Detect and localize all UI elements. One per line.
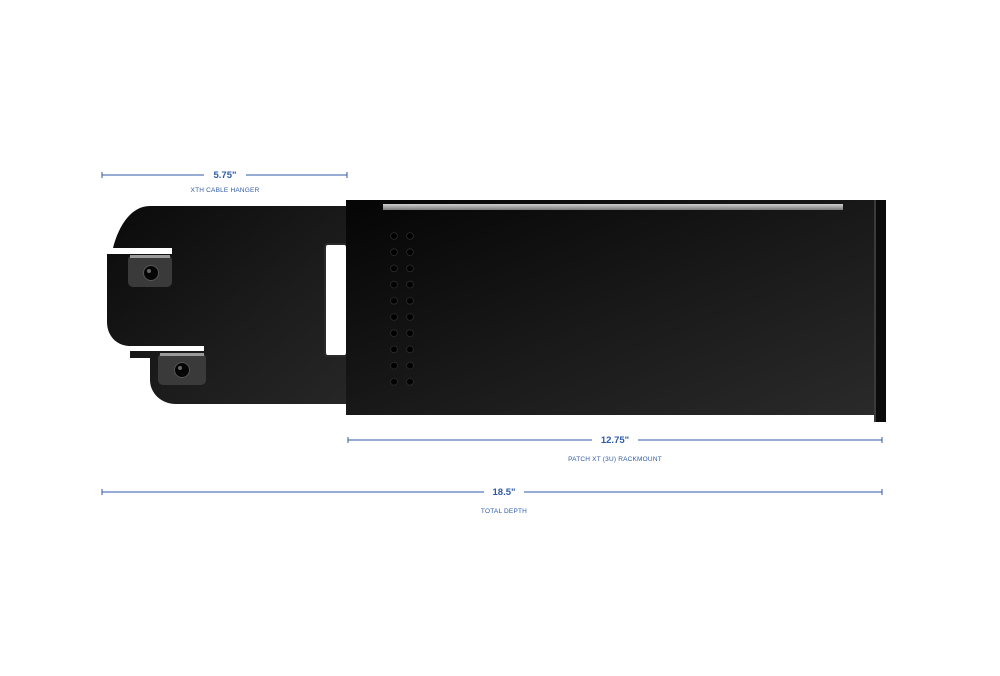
flange-edge	[874, 200, 876, 422]
vent-hole	[406, 345, 414, 354]
rackmount-top-rail	[383, 204, 843, 210]
vent-hole	[390, 345, 398, 354]
vent-hole	[406, 329, 414, 338]
rackmount-front-flange	[874, 200, 886, 422]
dimension-caption-total: TOTAL DEPTH	[481, 508, 527, 515]
dimension-total: 18.5" TOTAL DEPTH	[101, 484, 883, 515]
dimension-caption-hanger: XTH CABLE HANGER	[191, 187, 260, 194]
vent-hole	[390, 280, 398, 289]
rackmount-unit	[346, 200, 886, 422]
vent-hole	[390, 361, 398, 370]
hanger-slot	[324, 243, 348, 357]
cable-hanger-plate	[107, 206, 348, 404]
hanger-screw-bottom	[174, 362, 190, 378]
vent-hole	[390, 264, 398, 273]
vent-hole	[390, 377, 398, 386]
hanger-screw-top	[143, 265, 159, 281]
rackmount-body	[346, 200, 876, 415]
hanger-clip-top-edge	[130, 255, 170, 258]
dimension-value-total: 18.5"	[493, 487, 516, 498]
dimension-hanger: 5.75" XTH CABLE HANGER	[101, 167, 348, 194]
dimension-rackmount: 12.75" PATCH XT (3U) RACKMOUNT	[347, 432, 883, 463]
dimension-label-bg-hanger	[204, 167, 246, 181]
vent-holes	[390, 232, 414, 386]
vent-hole	[406, 296, 414, 305]
dimension-label-bg-rackmount	[592, 432, 638, 446]
dimension-value-hanger: 5.75"	[214, 170, 237, 181]
hanger-screw-bottom-highlight	[178, 366, 182, 370]
vent-hole	[406, 313, 414, 321]
vent-hole	[406, 361, 414, 370]
hanger-clip-bottom-edge	[160, 353, 204, 356]
dimension-label-bg-total	[484, 484, 524, 498]
vent-hole	[406, 248, 414, 257]
vent-hole	[390, 329, 398, 338]
vent-hole	[406, 232, 414, 240]
cable-hanger	[107, 206, 348, 404]
vent-hole	[390, 313, 398, 321]
vent-hole	[406, 377, 414, 386]
dimension-caption-rackmount: PATCH XT (3U) RACKMOUNT	[568, 456, 662, 463]
vent-hole	[406, 280, 414, 289]
vent-hole	[390, 296, 398, 305]
hanger-screw-top-highlight	[147, 269, 151, 273]
vent-hole	[390, 232, 398, 240]
vent-hole	[406, 264, 414, 273]
dimension-value-rackmount: 12.75"	[601, 435, 629, 446]
vent-hole	[390, 248, 398, 257]
